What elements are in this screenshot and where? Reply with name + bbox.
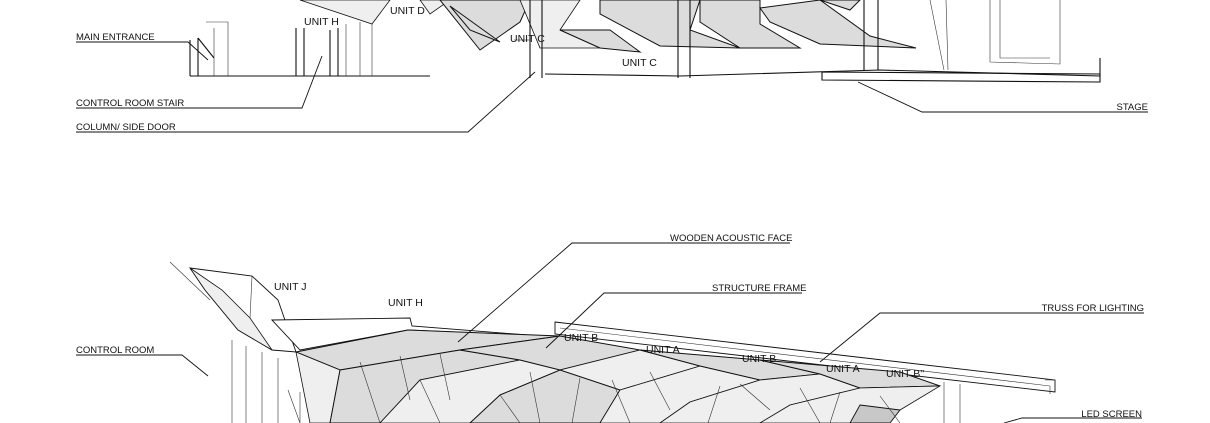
unit-label-d: UNIT D xyxy=(390,5,425,17)
callout-stage: STAGE xyxy=(1117,102,1149,113)
callout-control-room: CONTROL ROOM xyxy=(76,345,154,356)
callout-truss-for-lighting: TRUSS FOR LIGHTING xyxy=(1042,303,1144,314)
unit-label-a-2: UNIT A xyxy=(826,363,860,375)
bottom-axonometric-view xyxy=(76,242,1144,423)
callout-wooden-acoustic-face: WOODEN ACOUSTIC FACE xyxy=(670,233,792,244)
top-section-view xyxy=(76,0,1148,133)
callout-control-room-stair: CONTROL ROOM STAIR xyxy=(76,98,184,109)
callout-main-entrance: MAIN ENTRANCE xyxy=(76,32,155,43)
callout-structure-frame: STRUCTURE FRAME xyxy=(712,283,806,294)
unit-label-c: UNIT C xyxy=(622,57,657,69)
unit-label-h: UNIT H xyxy=(388,297,423,309)
unit-label-b-double-prime: UNIT B'' xyxy=(886,368,924,380)
unit-label-j: UNIT J xyxy=(274,281,306,293)
unit-label-c-column: UNIT C xyxy=(510,33,545,45)
callout-column-side-door: COLUMN/ SIDE DOOR xyxy=(76,122,176,133)
unit-label-b-1: UNIT B xyxy=(564,332,598,344)
unit-label-b-2: UNIT B xyxy=(742,353,776,365)
unit-label-h-top: UNIT H xyxy=(304,16,339,28)
unit-label-a-1: UNIT A xyxy=(646,344,680,356)
callout-led-screen: LED SCREEN xyxy=(1081,409,1142,420)
